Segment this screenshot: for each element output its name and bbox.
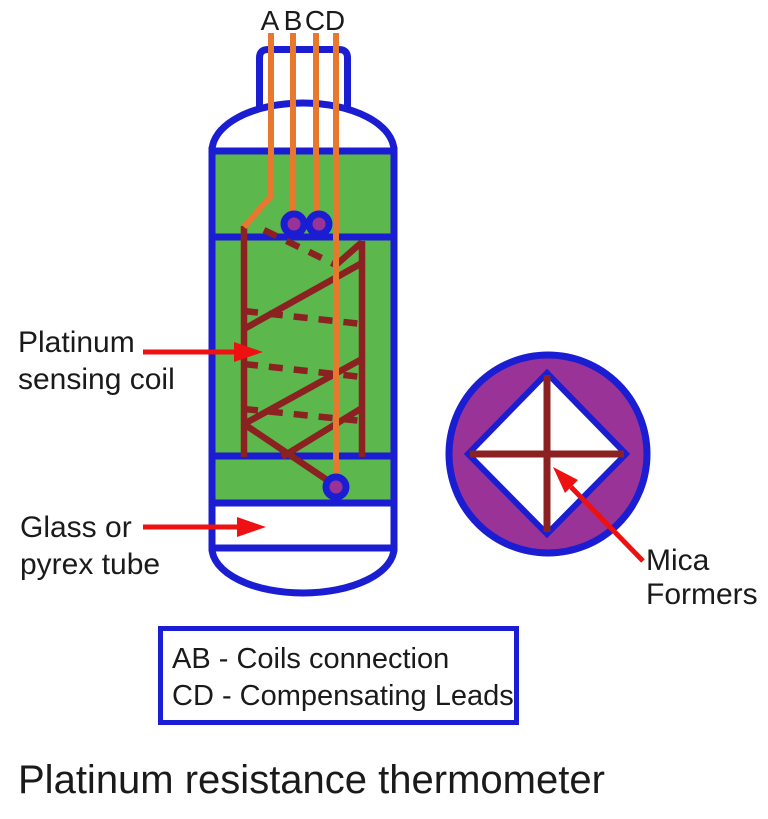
legend-line2: CD - Compensating Leads	[172, 680, 514, 712]
tube-top-dome	[208, 99, 398, 155]
glass-tube-label-line2: pyrex tube	[20, 548, 160, 581]
mica-formers-arrow	[569, 485, 645, 563]
glass-tube-arrowhead-icon	[237, 517, 266, 537]
terminals	[280, 210, 350, 501]
platinum-coil-helix	[240, 226, 366, 489]
coil-turn-back	[243, 405, 363, 425]
legend-box: AB - Coils connection CD - Compensating …	[158, 626, 519, 725]
annotation-arrows	[143, 342, 645, 563]
terminal-bottom	[322, 473, 350, 501]
terminal-top-left	[280, 210, 308, 238]
wire-a	[241, 33, 274, 229]
annotation-labels: Platinum sensing coil Glass or pyrex tub…	[18, 326, 758, 611]
coil-turn-front	[242, 356, 364, 427]
legend-line1: AB - Coils connection	[172, 643, 449, 675]
tube-bottom-dome	[208, 544, 398, 597]
platinum-coil-label-line2: sensing coil	[18, 363, 175, 396]
wire-labels: A B C D	[261, 5, 345, 36]
glass-tube-label-line1: Glass or	[20, 511, 132, 544]
cross-section	[445, 351, 651, 557]
wire-label-b: B	[284, 5, 303, 36]
coil-turn-back	[243, 307, 363, 328]
wire-label-a: A	[261, 5, 280, 36]
lead-wires	[241, 33, 339, 486]
wire-label-c: C	[305, 5, 325, 36]
coil-end-lead	[242, 421, 338, 489]
platinum-coil-label-line1: Platinum	[18, 326, 135, 359]
mica-formers-label-line1: Mica	[646, 544, 710, 577]
coil-turn-front	[280, 405, 364, 460]
wire-label-d: D	[325, 5, 345, 36]
coil-turn-back	[243, 360, 363, 381]
coil-turn-front	[333, 239, 365, 268]
coil-turn-front	[242, 260, 364, 332]
terminal-top-right	[305, 210, 333, 238]
mica-formers-arrowhead-icon	[553, 467, 578, 493]
glass-tube	[208, 46, 398, 597]
mica-formers-label-line2: Formers	[646, 578, 758, 611]
legend-border	[158, 626, 519, 725]
platinum-coil-arrowhead-icon	[234, 342, 263, 362]
diagram-title: Platinum resistance thermometer	[18, 758, 605, 802]
coil-turn-back	[262, 227, 338, 268]
